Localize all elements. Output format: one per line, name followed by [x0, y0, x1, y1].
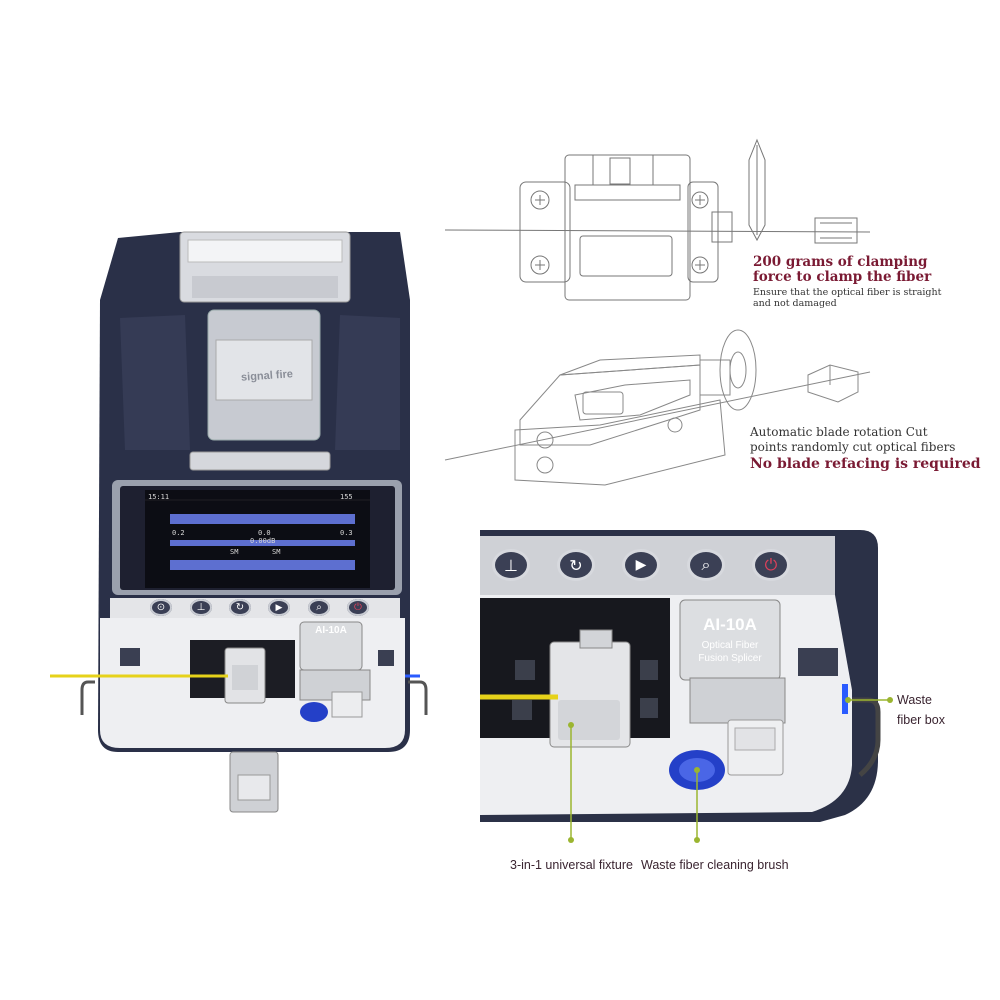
screen-mode-right: SM	[272, 548, 281, 556]
cleaver-model-sub-2: Fusion Splicer	[698, 653, 762, 664]
waste-box-label-line-2: fiber box	[897, 713, 945, 727]
down-button[interactable]: ⊥	[190, 599, 212, 616]
zoom-search-button[interactable]: ⌕	[687, 549, 725, 581]
blade-title: No blade refacing is required	[750, 456, 981, 472]
fixture-label: 3-in-1 universal fixture	[510, 858, 633, 872]
power-icon: ⏻	[354, 602, 362, 613]
reset-button[interactable]: ↻	[229, 599, 251, 616]
clamp-note-line-2: and not damaged	[753, 298, 837, 309]
screen-left-value: 0.2	[172, 529, 185, 537]
zoom-run-button[interactable]: ▶	[622, 549, 660, 581]
reset-icon: ↻	[569, 555, 583, 575]
play-icon: ▶	[635, 557, 647, 573]
screen-mode-left: SM	[230, 548, 239, 556]
run-button[interactable]: ▶	[268, 599, 290, 616]
screen-right-value: 0.3	[340, 529, 353, 537]
cleaver-model-sub-1: Optical Fiber	[701, 640, 759, 651]
play-icon: ▶	[275, 602, 283, 613]
blade-body-line-1: Automatic blade rotation Cut	[750, 425, 928, 439]
waste-box-label-line-1: Waste	[897, 693, 932, 707]
search-icon: ⌕	[316, 602, 322, 613]
zoom-reset-button[interactable]: ↻	[557, 549, 595, 581]
blade-body-line-2: points randomly cut optical fibers	[750, 440, 956, 454]
menu-icon: ⊙	[156, 602, 166, 613]
screen-counter: 155	[340, 493, 353, 501]
zoom-down-button[interactable]: ⊥	[492, 549, 530, 581]
down-icon: ⊥	[504, 555, 518, 575]
screen-center-value: 0.0	[258, 529, 271, 537]
down-icon: ⊥	[196, 602, 206, 613]
cleaver-model-label-small: AI-10A	[315, 625, 347, 636]
reset-icon: ↻	[235, 602, 245, 613]
power-icon: ⏻	[764, 555, 778, 574]
clamp-note-line-1: Ensure that the optical fiber is straigh…	[753, 287, 942, 298]
power-button[interactable]: ⏻	[347, 599, 369, 616]
clamp-title-line-1: 200 grams of clamping	[753, 254, 928, 270]
search-icon: ⌕	[701, 555, 711, 574]
screen-loss: 0.00dB	[250, 537, 276, 545]
set-button[interactable]: ⊙	[150, 599, 172, 616]
cleaver-model-label: AI-10A	[703, 615, 757, 634]
zoom-power-button[interactable]: ⏻	[752, 549, 790, 581]
brush-label: Waste fiber cleaning brush	[641, 858, 789, 872]
clamp-title-line-2: force to clamp the fiber	[753, 269, 932, 285]
screen-time: 15:11	[148, 493, 170, 501]
zoom-button[interactable]: ⌕	[308, 599, 330, 616]
